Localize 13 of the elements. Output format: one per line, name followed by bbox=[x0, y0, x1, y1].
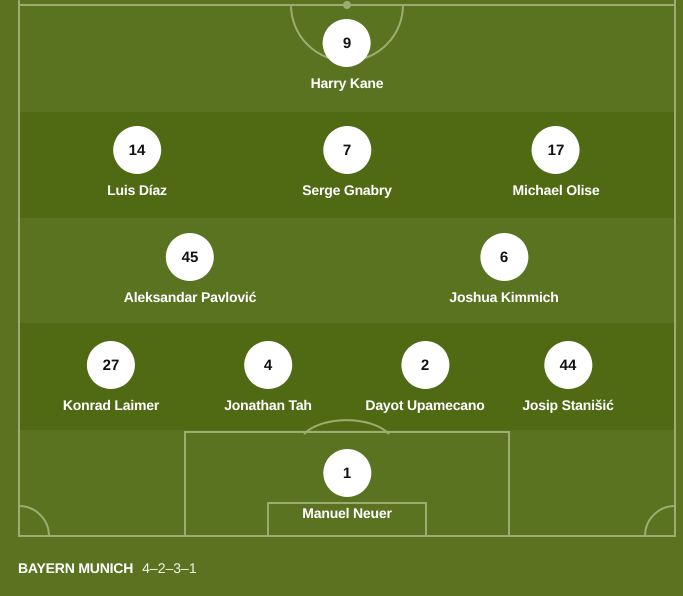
team-name: BAYERN MUNICH bbox=[18, 559, 134, 577]
player-name: Dayot Upamecano bbox=[365, 397, 485, 413]
player-name: Konrad Laimer bbox=[62, 397, 160, 413]
player-name: Serge Gnabry bbox=[302, 182, 392, 198]
player-name: Harry Kane bbox=[310, 75, 384, 91]
player-name: Luis Díaz bbox=[107, 182, 167, 198]
player-name: Manuel Neuer bbox=[302, 505, 392, 521]
formation: 4–2–3–1 bbox=[142, 559, 197, 577]
player-name: Michael Olise bbox=[512, 182, 600, 198]
player-name: Joshua Kimmich bbox=[449, 289, 559, 305]
player-name: Jonathan Tah bbox=[224, 397, 312, 413]
player-name: Josip Stanišić bbox=[522, 397, 614, 413]
player-name: Aleksandar Pavlović bbox=[124, 289, 256, 305]
